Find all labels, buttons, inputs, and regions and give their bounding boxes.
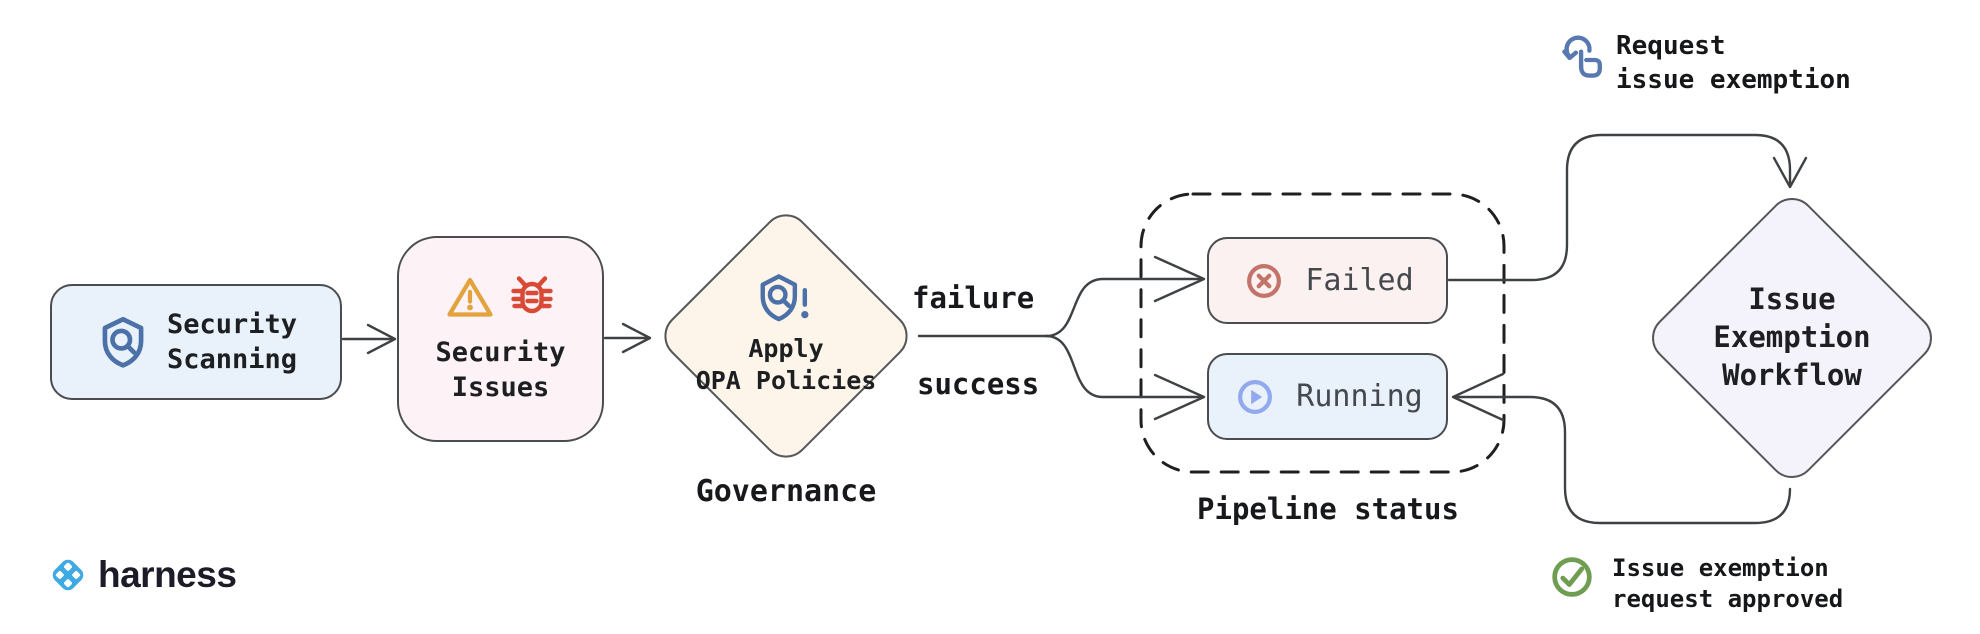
annotation-line: Request	[1616, 31, 1726, 61]
node-label-line: Security	[166, 308, 298, 340]
running-play-circle-icon	[1232, 374, 1278, 420]
bug-icon	[508, 273, 556, 321]
failed-x-circle-icon	[1241, 258, 1287, 304]
edge-exemption-to-running	[1454, 395, 1792, 525]
request-exemption-annotation: Request issue exemption	[1556, 30, 1851, 98]
failed-status-node: Failed	[1207, 237, 1448, 324]
approved-annotation: Issue exemption request approved	[1546, 551, 1843, 615]
governance-caption: Governance	[695, 474, 877, 509]
annotation-line: request approved	[1612, 585, 1844, 614]
node-label-line: Scanning	[166, 344, 298, 375]
edge-failure-branch	[1044, 277, 1204, 338]
edge-success-branch	[1044, 334, 1204, 399]
node-label-line: Exemption	[1713, 320, 1871, 355]
security-scanning-node: Security Scanning	[50, 284, 342, 400]
node-label-line: Workflow	[1722, 357, 1862, 392]
policy-shield-icon	[755, 271, 817, 325]
harness-logo-icon	[46, 553, 90, 597]
pipeline-status-dashed-border	[1139, 192, 1506, 474]
node-label-line: Apply	[748, 333, 824, 363]
arrowhead	[1772, 156, 1808, 189]
node-label-line: Security	[435, 336, 566, 368]
tap-rotate-icon	[1556, 34, 1602, 86]
annotation-line: Issue exemption	[1612, 554, 1829, 582]
node-label-line: OPA Policies	[695, 366, 877, 395]
annotation-line: issue exemption	[1616, 64, 1851, 95]
pipeline-status-caption: Pipeline status	[1197, 492, 1459, 526]
status-label: Failed	[1305, 263, 1414, 298]
arrowhead	[1153, 255, 1206, 303]
arrowhead	[366, 323, 397, 355]
apply-opa-content: Apply OPA Policies	[666, 246, 906, 422]
edge-failed-to-exemption	[1447, 133, 1792, 282]
warning-icon	[446, 273, 494, 321]
status-label: Running	[1296, 379, 1423, 414]
node-label-line: Issue	[1748, 282, 1836, 317]
arrowhead	[1153, 373, 1206, 421]
shield-search-icon	[95, 314, 151, 370]
node-label-line: Issues	[451, 372, 550, 403]
harness-logo: harness	[46, 553, 237, 597]
check-circle-icon	[1546, 551, 1598, 603]
security-issues-node: Security Issues	[397, 236, 604, 442]
arrowhead	[1451, 372, 1505, 422]
arrowhead	[621, 322, 652, 354]
running-status-node: Running	[1207, 353, 1448, 440]
harness-wordmark: harness	[98, 554, 237, 595]
issue-exemption-content: Issue Exemption Workflow	[1672, 258, 1912, 418]
success-edge-label: success	[917, 367, 1040, 401]
failure-edge-label: failure	[912, 281, 1035, 315]
